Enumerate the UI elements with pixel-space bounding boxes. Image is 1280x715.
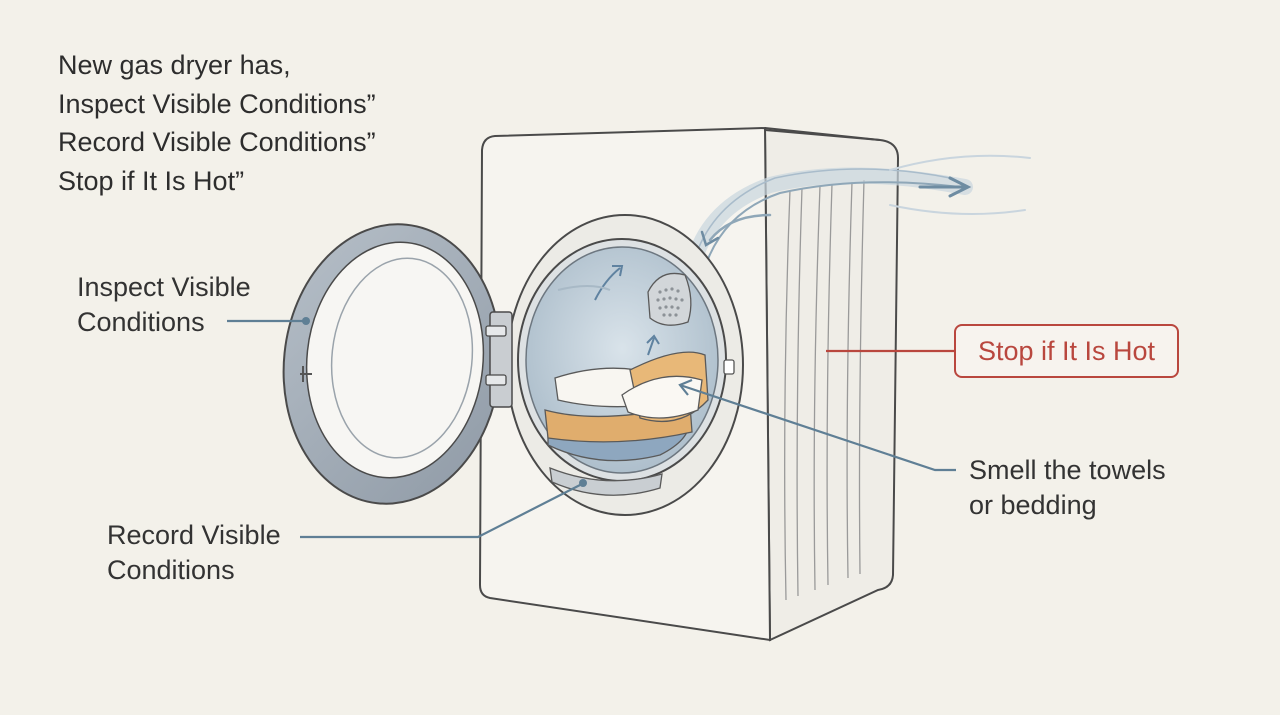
side-grooves: [784, 179, 865, 601]
callout-towels-line-1: Smell the towels: [969, 455, 1166, 485]
intro-text: New gas dryer has, Inspect Visible Condi…: [58, 46, 376, 200]
leader-lines: [227, 317, 956, 539]
intro-line-2: Inspect Visible Conditions”: [58, 88, 376, 119]
leader-towels: [679, 383, 956, 472]
callout-door-line-2: Conditions: [77, 307, 205, 337]
callout-door-line-1: Inspect Visible: [77, 272, 251, 302]
callout-towels: Smell the towels or bedding: [969, 453, 1166, 523]
intro-line-3: Record Visible Conditions”: [58, 127, 376, 157]
stop-hot-callout: Stop if It Is Hot: [954, 324, 1179, 378]
towel-stack-icon: [544, 351, 709, 462]
callout-towels-line-2: or bedding: [969, 490, 1097, 520]
door-latch-icon: [723, 359, 735, 375]
intro-line-1: New gas dryer has,: [58, 50, 291, 80]
intro-line-4: Stop if It Is Hot”: [58, 165, 245, 196]
stop-hot-label: Stop if It Is Hot: [977, 335, 1156, 366]
lint-filter-icon: [647, 272, 692, 326]
callout-filter-line-1: Record Visible: [107, 520, 281, 550]
callout-filter: Record Visible Conditions: [107, 518, 281, 588]
drum-bezel: [506, 214, 744, 516]
callout-door: Inspect Visible Conditions: [77, 270, 251, 340]
drum-airflow-icon: [557, 265, 660, 356]
callout-filter-line-2: Conditions: [107, 555, 235, 585]
airflow-arrow-icon: [682, 154, 1031, 288]
leader-filter: [300, 484, 581, 539]
lower-vent: [549, 466, 663, 496]
dryer-door: [282, 223, 513, 505]
